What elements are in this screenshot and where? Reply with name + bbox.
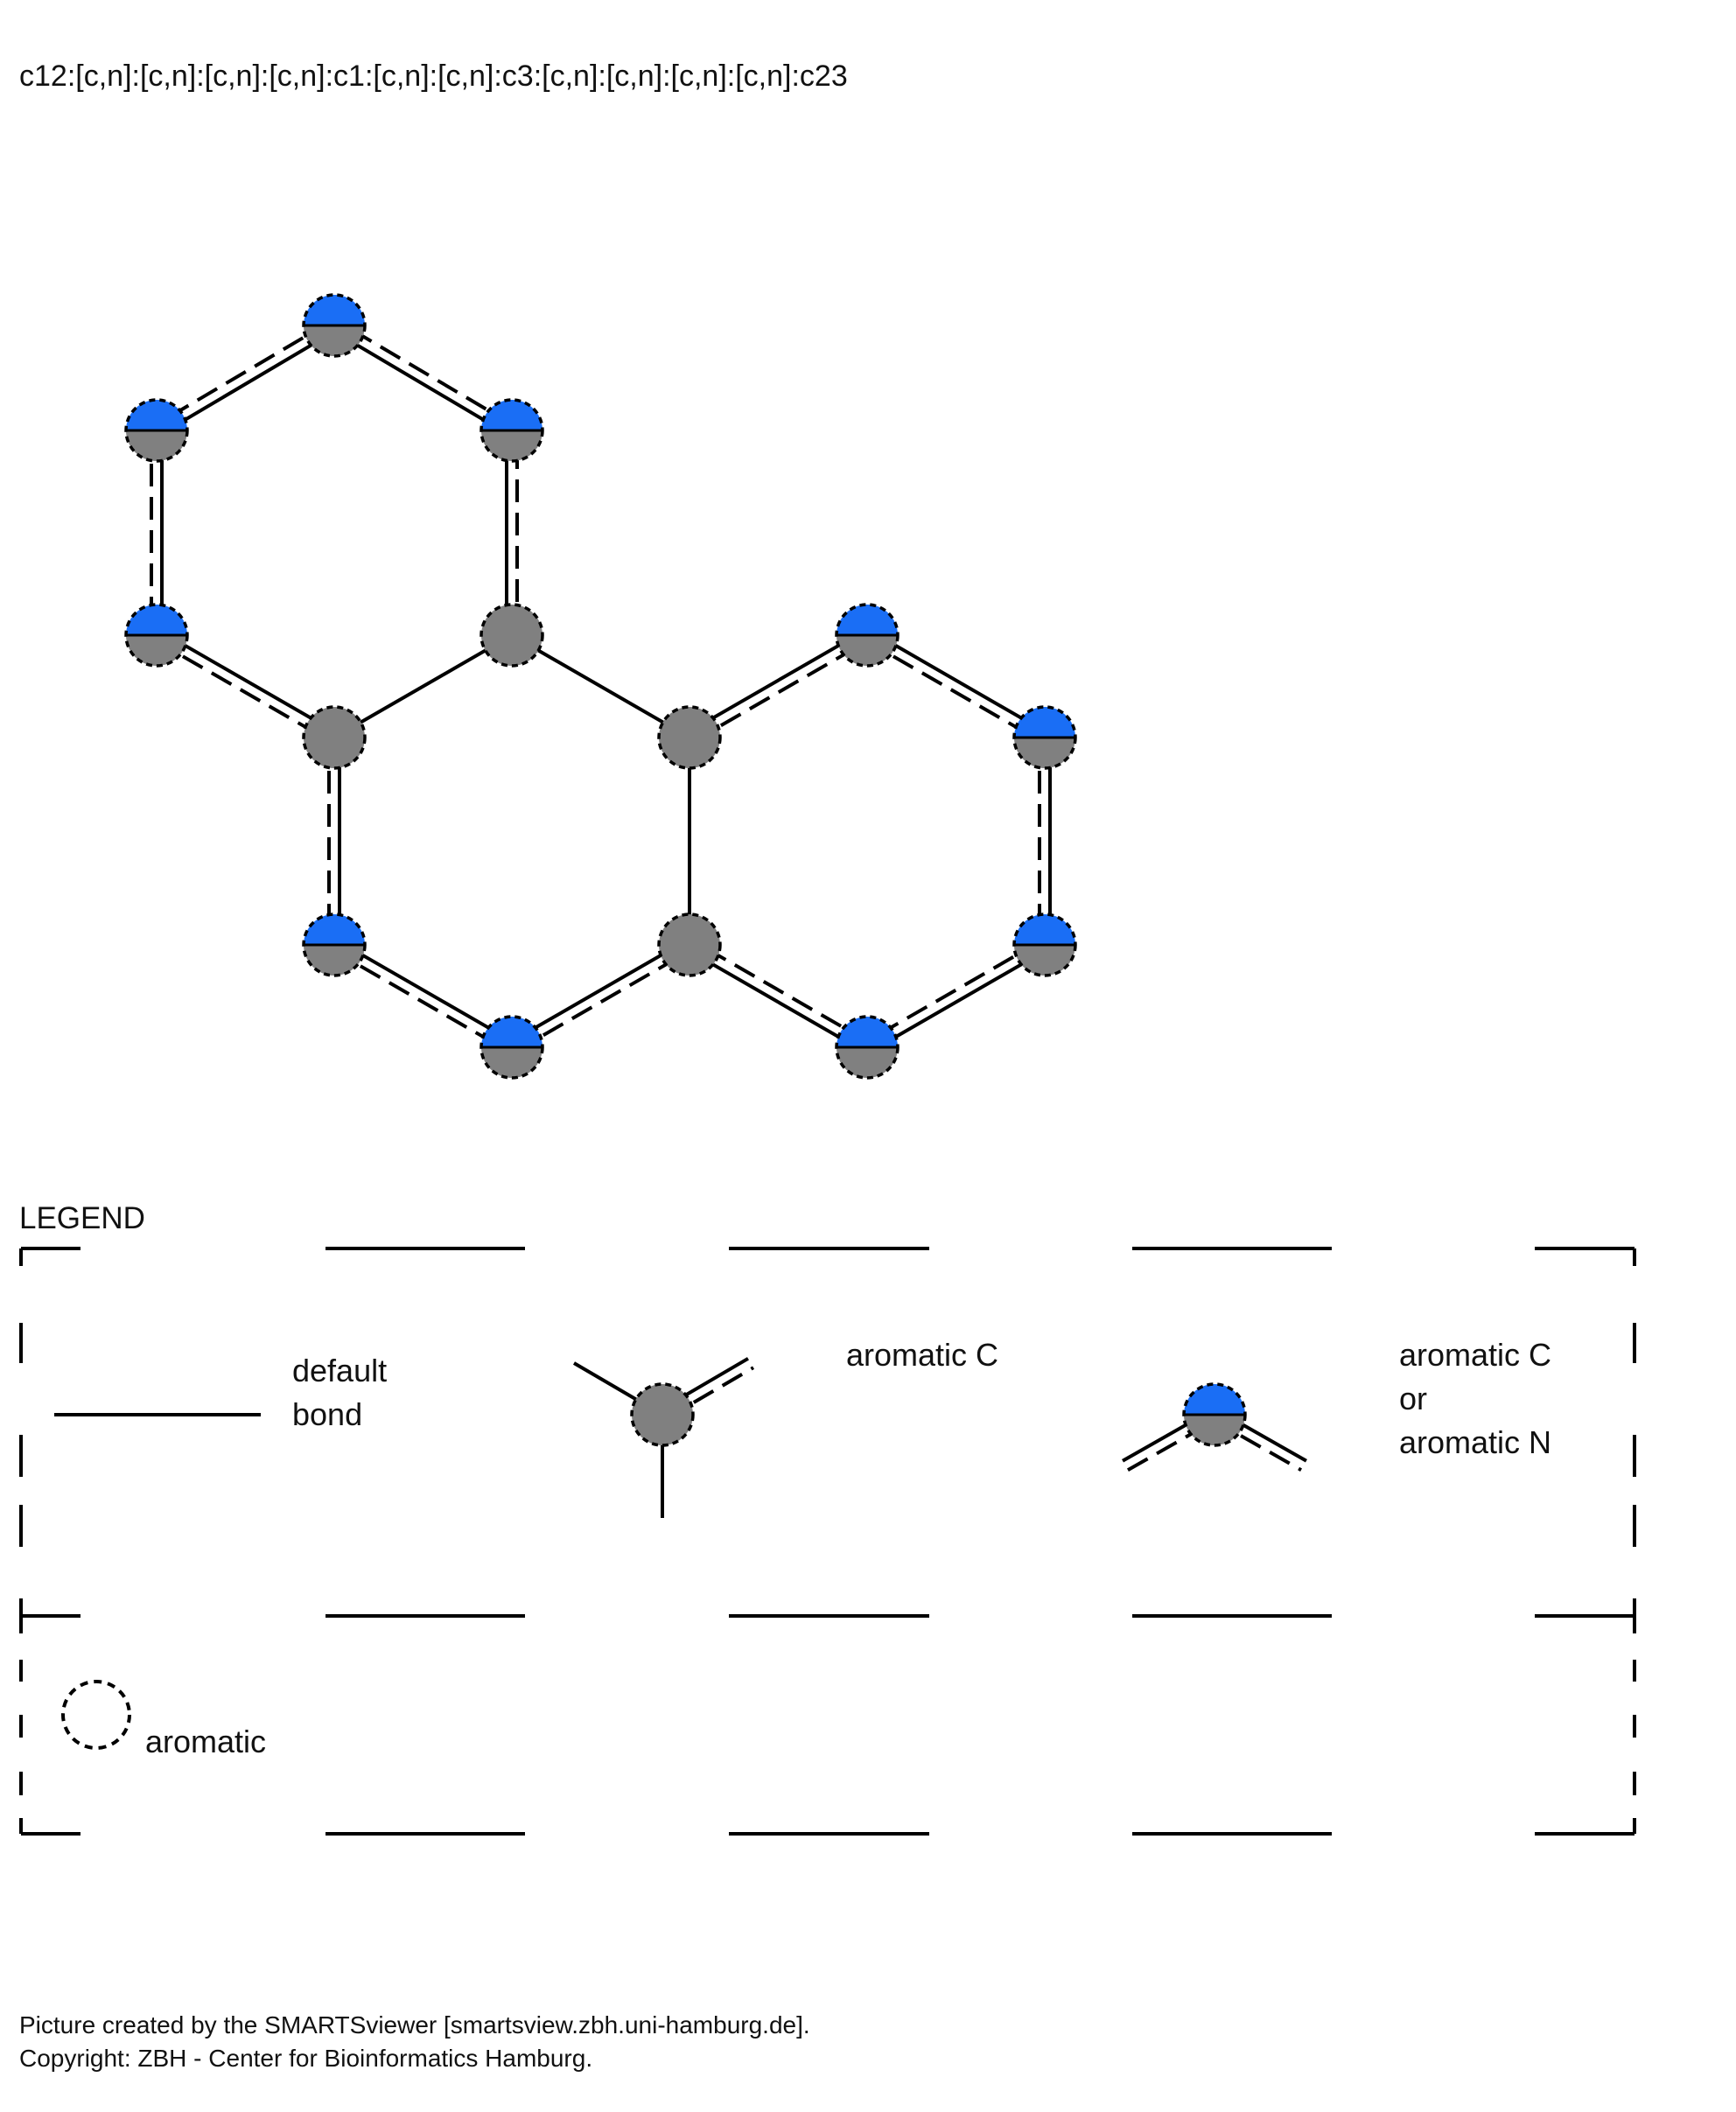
atom-aromatic-c-or-n-1 bbox=[124, 603, 189, 668]
footer-line-1: Picture created by the SMARTSviewer [sma… bbox=[19, 2011, 810, 2039]
bond-aromatic-1 bbox=[150, 430, 164, 635]
legend-title: LEGEND bbox=[19, 1201, 145, 1235]
bond-aromatic-5 bbox=[330, 319, 516, 437]
atom-aromatic-c-or-n-8 bbox=[1012, 705, 1077, 770]
bond-default-10 bbox=[511, 633, 690, 739]
bond-aromatic-13 bbox=[1038, 738, 1052, 945]
atom-aromatic-c-or-n-13 bbox=[302, 913, 367, 977]
legend-label-aromatic: aromatic bbox=[145, 1724, 267, 1759]
legend-aromatic-c-atom bbox=[630, 1382, 695, 1447]
smarts-string: c12:[c,n]:[c,n]:[c,n]:[c,n]:c1:[c,n]:[c,… bbox=[19, 59, 848, 93]
legend-label-aromatic-c: aromatic C bbox=[846, 1337, 999, 1373]
legend-label-default-bond: default bond bbox=[292, 1353, 388, 1432]
bond-default-3 bbox=[333, 633, 513, 739]
footer-line-2: Copyright: ZBH - Center for Bioinformati… bbox=[19, 2045, 593, 2072]
bond-layer bbox=[150, 319, 1052, 1053]
bond-aromatic-14 bbox=[864, 939, 1048, 1053]
atom-aromatic-c-or-n-12 bbox=[480, 1015, 544, 1080]
atom-aromatic-c-11 bbox=[657, 913, 722, 977]
legend-aromatic-ring-symbol bbox=[61, 1680, 131, 1750]
legend-aromatic-cn-atom bbox=[1182, 1382, 1247, 1447]
legend-aromatic-c-symbol bbox=[572, 1357, 755, 1518]
legend-aromatic-cn-symbol bbox=[1122, 1382, 1307, 1472]
atom-aromatic-c-or-n-10 bbox=[835, 1015, 900, 1080]
bond-aromatic-4 bbox=[505, 430, 519, 635]
bond-aromatic-12 bbox=[864, 629, 1048, 744]
bond-aromatic-7 bbox=[331, 939, 515, 1053]
legend-box bbox=[19, 1247, 1636, 1836]
bond-aromatic-0 bbox=[152, 319, 339, 437]
legend-icons bbox=[54, 1357, 1307, 1750]
footer: Picture created by the SMARTSviewer [sma… bbox=[19, 2009, 810, 2075]
bond-aromatic-6 bbox=[327, 738, 341, 945]
bond-aromatic-2 bbox=[153, 629, 338, 744]
atom-aromatic-c-6 bbox=[657, 705, 722, 770]
legend-label-aromatic-c-or-n: aromatic C or aromatic N bbox=[1399, 1337, 1552, 1460]
atom-layer bbox=[124, 293, 1077, 1080]
bond-aromatic-8 bbox=[508, 939, 693, 1053]
atom-aromatic-c-or-n-3 bbox=[302, 293, 367, 358]
bond-aromatic-11 bbox=[686, 629, 871, 744]
bond-aromatic-15 bbox=[686, 939, 871, 1053]
atom-aromatic-c-or-n-2 bbox=[124, 398, 189, 463]
atom-aromatic-c-5 bbox=[480, 603, 544, 668]
atom-aromatic-c-0 bbox=[302, 705, 367, 770]
atom-aromatic-c-or-n-9 bbox=[1012, 913, 1077, 977]
atom-aromatic-c-or-n-4 bbox=[480, 398, 544, 463]
atom-aromatic-c-or-n-7 bbox=[835, 603, 900, 668]
